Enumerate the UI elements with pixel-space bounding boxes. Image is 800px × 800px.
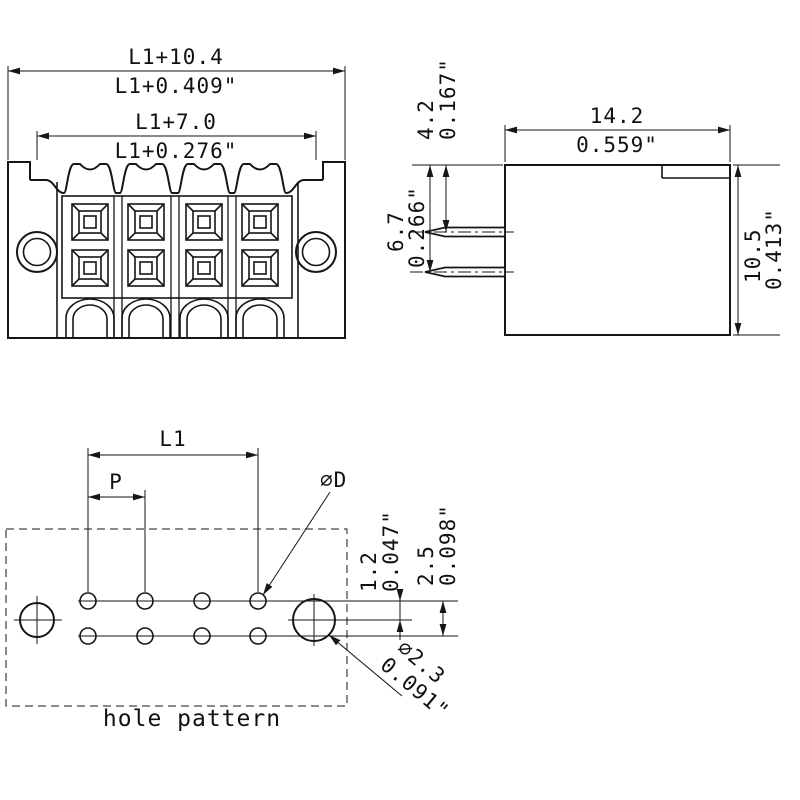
side-view-dimensions: 14.2 0.559" 4.2 0.167" 6.7 0.266" 10.5 0… xyxy=(384,58,786,336)
dim-pin-offset2-inch: 0.266" xyxy=(405,186,429,268)
dim-length-label: L1 xyxy=(159,427,186,451)
dim-outer-width-mm: L1+10.4 xyxy=(128,45,224,69)
hole-pattern-view: L1 P ⌀D 1.2 0.047" 2.5 0.098" ⌀2.3 0.091… xyxy=(5,427,460,732)
front-view-dimensions: L1+10.4 L1+0.409" L1+7.0 L1+0.276" xyxy=(7,45,346,163)
dim-outer-width-inch: L1+0.409" xyxy=(115,74,238,98)
hole-pattern-caption: hole pattern xyxy=(103,706,281,732)
front-view: L1+10.4 L1+0.409" L1+7.0 L1+0.276" xyxy=(7,45,346,339)
board-outline-dashed xyxy=(5,528,348,707)
contact-grid xyxy=(71,203,279,287)
hole-pattern-dimensions: L1 P ⌀D 1.2 0.047" 2.5 0.098" ⌀2.3 0.091… xyxy=(87,427,460,724)
mounting-hole-right xyxy=(292,598,336,642)
pin-holes-row2 xyxy=(79,627,267,645)
dim-pitch-label: P xyxy=(109,470,123,494)
side-view-body xyxy=(410,164,731,336)
holes xyxy=(19,592,336,645)
divider-slots xyxy=(113,196,237,338)
side-top-step xyxy=(661,165,730,179)
side-view: 14.2 0.559" 4.2 0.167" 6.7 0.266" 10.5 0… xyxy=(384,58,786,336)
dim-height-inch: 0.413" xyxy=(762,208,786,290)
dim-row-spacing-mm: 2.5 xyxy=(414,545,438,586)
side-body xyxy=(504,164,731,336)
dim-inner-width-mm: L1+7.0 xyxy=(135,110,217,134)
contact-block xyxy=(61,195,293,299)
corner-block-left xyxy=(7,161,31,180)
dim-row-offset-mm: 1.2 xyxy=(357,551,381,592)
dim-pin-offset1-mm: 4.2 xyxy=(414,99,438,140)
dim-depth-inch: 0.559" xyxy=(576,133,658,157)
pin-holes-row1 xyxy=(79,592,267,610)
dim-row-spacing-inch: 0.098" xyxy=(436,504,460,586)
dim-pin-offset1-inch: 0.167" xyxy=(436,58,460,140)
flange-circle-right-inner xyxy=(301,237,331,267)
flange-circle-right-outer xyxy=(295,231,337,273)
castellated-top-edge xyxy=(30,163,323,195)
hole-pattern-centerlines xyxy=(14,594,458,646)
dim-row-offset-inch: 0.047" xyxy=(379,510,403,592)
hole-diameter-label: ⌀D xyxy=(320,468,347,492)
flange-hole-diameter-label: ⌀2.3 0.091" xyxy=(376,635,454,723)
corner-block-right xyxy=(322,161,346,180)
flange-circle-left-inner xyxy=(22,237,52,267)
mounting-hole-left xyxy=(19,602,55,638)
body-outline xyxy=(7,180,346,339)
dim-height-mm: 10.5 xyxy=(741,228,765,283)
front-view-body xyxy=(7,161,346,339)
dim-pin-offset2-mm: 6.7 xyxy=(384,211,408,252)
flange-circle-left-outer xyxy=(16,231,58,273)
dim-depth-mm: 14.2 xyxy=(590,104,645,128)
dim-inner-width-inch: L1+0.276" xyxy=(115,139,238,163)
bottom-arches xyxy=(65,298,285,339)
